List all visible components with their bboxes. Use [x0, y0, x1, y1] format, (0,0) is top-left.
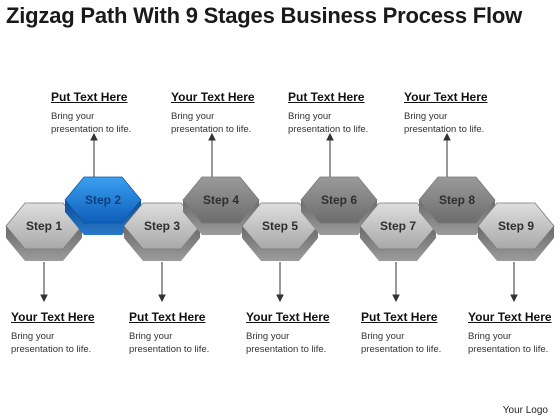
step-hexagon: Step 2	[64, 176, 142, 235]
bottom-arrow	[510, 262, 518, 303]
caption-heading: Put Text Here	[288, 90, 365, 104]
hex-chain: Step 1 Step 2 Step 3 Step 4 Step 5 Step 6 Step…	[5, 176, 555, 261]
hexagon-face	[418, 176, 496, 224]
caption-body: Bring your presentation to life.	[404, 111, 485, 135]
bottom-arrow	[276, 262, 284, 303]
caption-body: Bring your presentation to life.	[51, 111, 132, 135]
caption-heading: Your Text Here	[11, 310, 95, 324]
step-label: Step 9	[498, 219, 534, 233]
caption-body: Bring your presentation to life.	[11, 331, 92, 355]
caption-body: Bring your presentation to life.	[288, 111, 369, 135]
step-label: Step 4	[203, 193, 239, 207]
step-label: Step 3	[144, 219, 180, 233]
step-label: Step 6	[321, 193, 357, 207]
hexagon-side	[301, 200, 377, 235]
step-label: Step 7	[380, 219, 416, 233]
caption-body: Bring your presentation to life.	[468, 331, 549, 355]
step-label: Step 2	[85, 193, 121, 207]
bottom-caption: Put Text Here Bring your presentation to…	[129, 310, 249, 356]
caption-body: Bring your presentation to life.	[361, 331, 442, 355]
hexagon-side	[183, 200, 259, 235]
top-caption: Your Text Here Bring your presentation t…	[404, 90, 524, 136]
caption-body: Bring your presentation to life.	[246, 331, 327, 355]
caption-heading: Put Text Here	[129, 310, 206, 324]
top-arrow	[443, 132, 451, 178]
step-hexagon: Step 3	[123, 202, 201, 261]
hexagon-face	[477, 202, 555, 250]
step-hexagon: Step 1	[5, 202, 83, 261]
bottom-caption: Put Text Here Bring your presentation to…	[361, 310, 481, 356]
caption-heading: Your Text Here	[171, 90, 255, 104]
step-hexagon: Step 4	[182, 176, 260, 235]
caption-heading: Put Text Here	[361, 310, 438, 324]
hexagon-side	[65, 200, 141, 235]
hexagon-side	[360, 226, 436, 261]
top-arrow	[326, 132, 334, 178]
top-caption: Put Text Here Bring your presentation to…	[288, 90, 408, 136]
hexagon-face	[64, 176, 142, 224]
top-arrow	[90, 132, 98, 178]
caption-heading: Your Text Here	[246, 310, 330, 324]
bottom-caption: Your Text Here Bring your presentation t…	[246, 310, 366, 356]
step-label: Step 5	[262, 219, 298, 233]
step-hexagon: Step 5	[241, 202, 319, 261]
hexagon-side	[6, 226, 82, 261]
diagram-title: Zigzag Path With 9 Stages Business Proce…	[6, 3, 523, 28]
bottom-arrow	[158, 262, 166, 303]
step-label: Step 8	[439, 193, 475, 207]
step-label: Step 1	[26, 219, 62, 233]
bottom-caption: Your Text Here Bring your presentation t…	[11, 310, 131, 356]
caption-heading: Your Text Here	[404, 90, 488, 104]
step-hexagon: Step 8	[418, 176, 496, 235]
hexagon-side	[478, 226, 554, 261]
step-hexagon: Step 6	[300, 176, 378, 235]
top-arrow	[208, 132, 216, 178]
hexagon-face	[182, 176, 260, 224]
step-hexagon: Step 9	[477, 202, 555, 261]
logo-text: Your Logo	[502, 405, 548, 416]
hexagon-side	[419, 200, 495, 235]
bottom-arrow	[392, 262, 400, 303]
caption-heading: Put Text Here	[51, 90, 128, 104]
hexagon-face	[300, 176, 378, 224]
caption-body: Bring your presentation to life.	[171, 111, 252, 135]
top-caption: Put Text Here Bring your presentation to…	[51, 90, 171, 136]
bottom-arrow	[40, 262, 48, 303]
top-caption: Your Text Here Bring your presentation t…	[171, 90, 291, 136]
caption-body: Bring your presentation to life.	[129, 331, 210, 355]
bottom-caption: Your Text Here Bring your presentation t…	[468, 310, 560, 356]
caption-heading: Your Text Here	[468, 310, 552, 324]
hexagon-side	[124, 226, 200, 261]
hexagon-side	[242, 226, 318, 261]
